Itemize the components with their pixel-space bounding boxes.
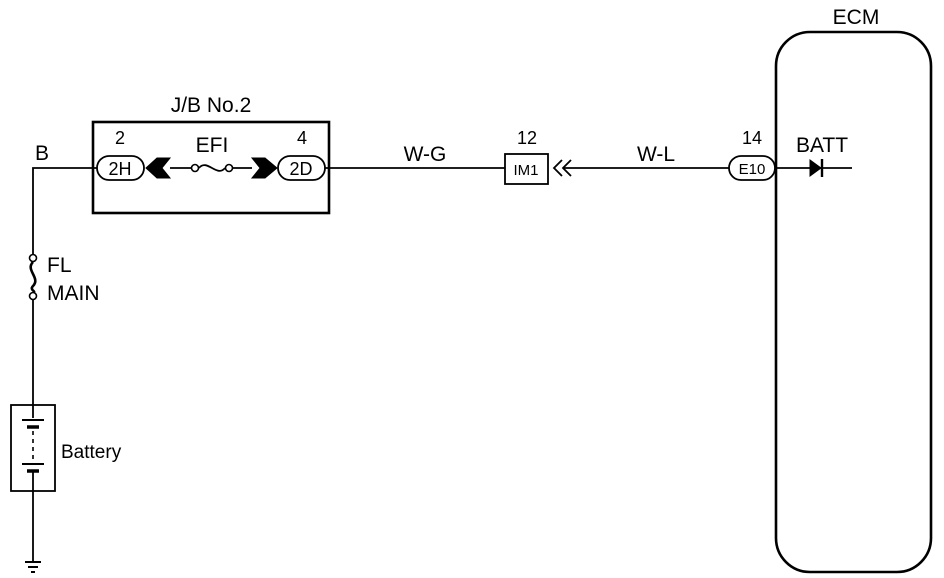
- batt-terminal-label: BATT: [796, 134, 848, 157]
- jb-left-connector-label: 2H: [108, 159, 131, 179]
- jb-left-pin-number: 2: [115, 128, 125, 148]
- jb-right-arrow-icon: [250, 157, 278, 179]
- fusible-link-icon: [29, 261, 37, 294]
- fl-label-line1: FL: [47, 254, 72, 277]
- wire-w-g-label: W-G: [404, 143, 447, 166]
- wire-b-label: B: [35, 142, 49, 165]
- ecm-connector-label: E10: [739, 161, 766, 178]
- ecm-terminal-pin-number: 14: [742, 128, 762, 148]
- wire-b: B: [32, 142, 97, 255]
- im1-label: IM1: [513, 162, 538, 179]
- efi-fuse-terminal-right: [224, 163, 234, 173]
- fusible-link: FL MAIN: [28, 253, 100, 405]
- ground-icon: [25, 491, 41, 573]
- fl-label-line2: MAIN: [47, 282, 100, 305]
- im1-box: [504, 153, 549, 185]
- im1-pin-number: 12: [517, 128, 537, 148]
- junction-block: J/B No.2 2 2H EFI 4 2D: [91, 94, 331, 215]
- wire-w-l: W-L: [563, 143, 729, 169]
- efi-fuse-icon: [198, 164, 226, 172]
- jb-right-connector-label: 2D: [289, 159, 312, 179]
- fl-terminal-bottom: [28, 291, 38, 301]
- jb-title: J/B No.2: [171, 94, 252, 117]
- im1-male-arrow-icon: [552, 159, 563, 177]
- ecm-block: ECM: [774, 6, 933, 574]
- ecm-outline: [774, 30, 933, 574]
- wire-w-l-label: W-L: [637, 143, 675, 166]
- wire-w-g: W-G: [325, 143, 505, 169]
- efi-fuse-label: EFI: [196, 134, 229, 157]
- ecm-title: ECM: [833, 6, 880, 29]
- jb-left-arrow-icon: [145, 157, 172, 179]
- fl-terminal-top: [28, 253, 38, 263]
- jb-right-pin-number: 4: [297, 128, 307, 148]
- battery-label: Battery: [61, 442, 122, 463]
- im1-connector: 12 IM1: [504, 128, 572, 185]
- efi-fuse-terminal-left: [190, 163, 200, 173]
- ecm-terminal: 14 E10 BATT: [728, 128, 852, 181]
- battery: Battery: [10, 404, 122, 492]
- batt-diode-icon: [809, 159, 822, 177]
